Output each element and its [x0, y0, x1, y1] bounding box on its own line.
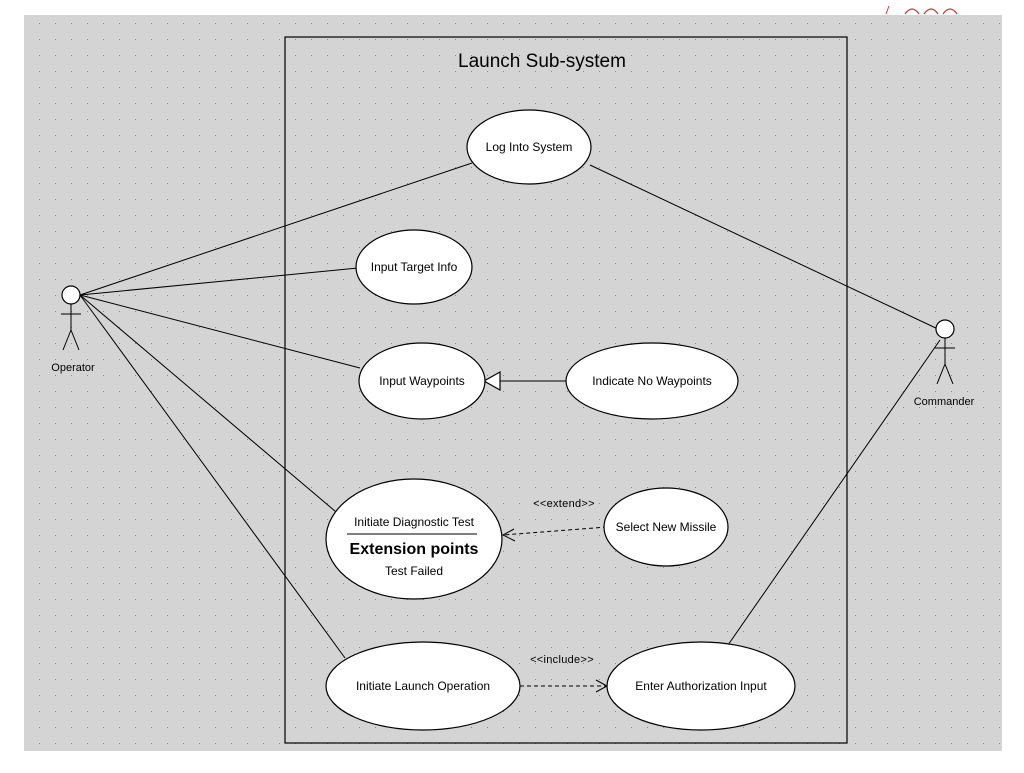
include-label: <<include>> — [530, 654, 594, 666]
use-case-label: Enter Authorization Input — [635, 679, 767, 693]
extend-arrowhead — [501, 528, 516, 542]
assoc-operator-input-target-info[interactable] — [79, 267, 359, 296]
use-case-select-new-missile[interactable]: Select New Missile — [603, 487, 729, 567]
use-case-log-into-system[interactable]: Log Into System — [466, 109, 592, 185]
generalization-arrowhead — [482, 370, 501, 392]
actor-commander[interactable]: Commander — [914, 319, 975, 408]
assoc-operator-initiate-launch-operation[interactable] — [79, 294, 346, 659]
system-boundary-title: Launch Sub-system — [458, 51, 626, 72]
assoc-commander-log-into-system[interactable] — [589, 164, 941, 331]
use-case-label: Input Target Info — [371, 260, 458, 274]
system-boundary[interactable] — [284, 36, 848, 744]
assoc-commander-enter-authorization-input[interactable] — [727, 339, 941, 646]
assoc-operator-initiate-diagnostic-test[interactable] — [79, 294, 343, 518]
actor-name: Operator — [51, 362, 95, 374]
use-case-enter-authorization-input[interactable]: Enter Authorization Input — [606, 641, 796, 731]
extension-points-heading: Extension points — [350, 541, 479, 558]
use-case-input-waypoints[interactable]: Input Waypoints — [358, 342, 486, 420]
use-case-initiate-launch-operation[interactable]: Initiate Launch Operation — [325, 641, 521, 731]
extension-point-test-failed: Test Failed — [385, 564, 443, 578]
clipped-mark-top-right — [885, 0, 965, 15]
use-case-initiate-diagnostic-test[interactable]: Initiate Diagnostic Test Extension point… — [325, 478, 503, 600]
use-case-label: Select New Missile — [616, 520, 717, 534]
assoc-operator-input-waypoints[interactable] — [79, 294, 361, 369]
actor-head — [935, 319, 955, 339]
extend-label: <<extend>> — [533, 498, 595, 510]
use-case-label: Initiate Diagnostic Test — [354, 515, 475, 529]
use-case-indicate-no-waypoints[interactable]: Indicate No Waypoints — [565, 342, 739, 420]
use-case-input-target-info[interactable]: Input Target Info — [355, 229, 473, 305]
use-case-label: Indicate No Waypoints — [592, 374, 712, 388]
use-case-label: Log Into System — [486, 140, 573, 154]
use-case-label: Initiate Launch Operation — [356, 679, 490, 693]
use-case-label: Input Waypoints — [379, 374, 465, 388]
actor-head — [61, 285, 81, 305]
extend-line[interactable] — [502, 526, 608, 536]
assoc-operator-log-into-system[interactable] — [79, 162, 473, 296]
actor-name: Commander — [914, 396, 975, 408]
actor-operator[interactable]: Operator — [51, 285, 95, 374]
